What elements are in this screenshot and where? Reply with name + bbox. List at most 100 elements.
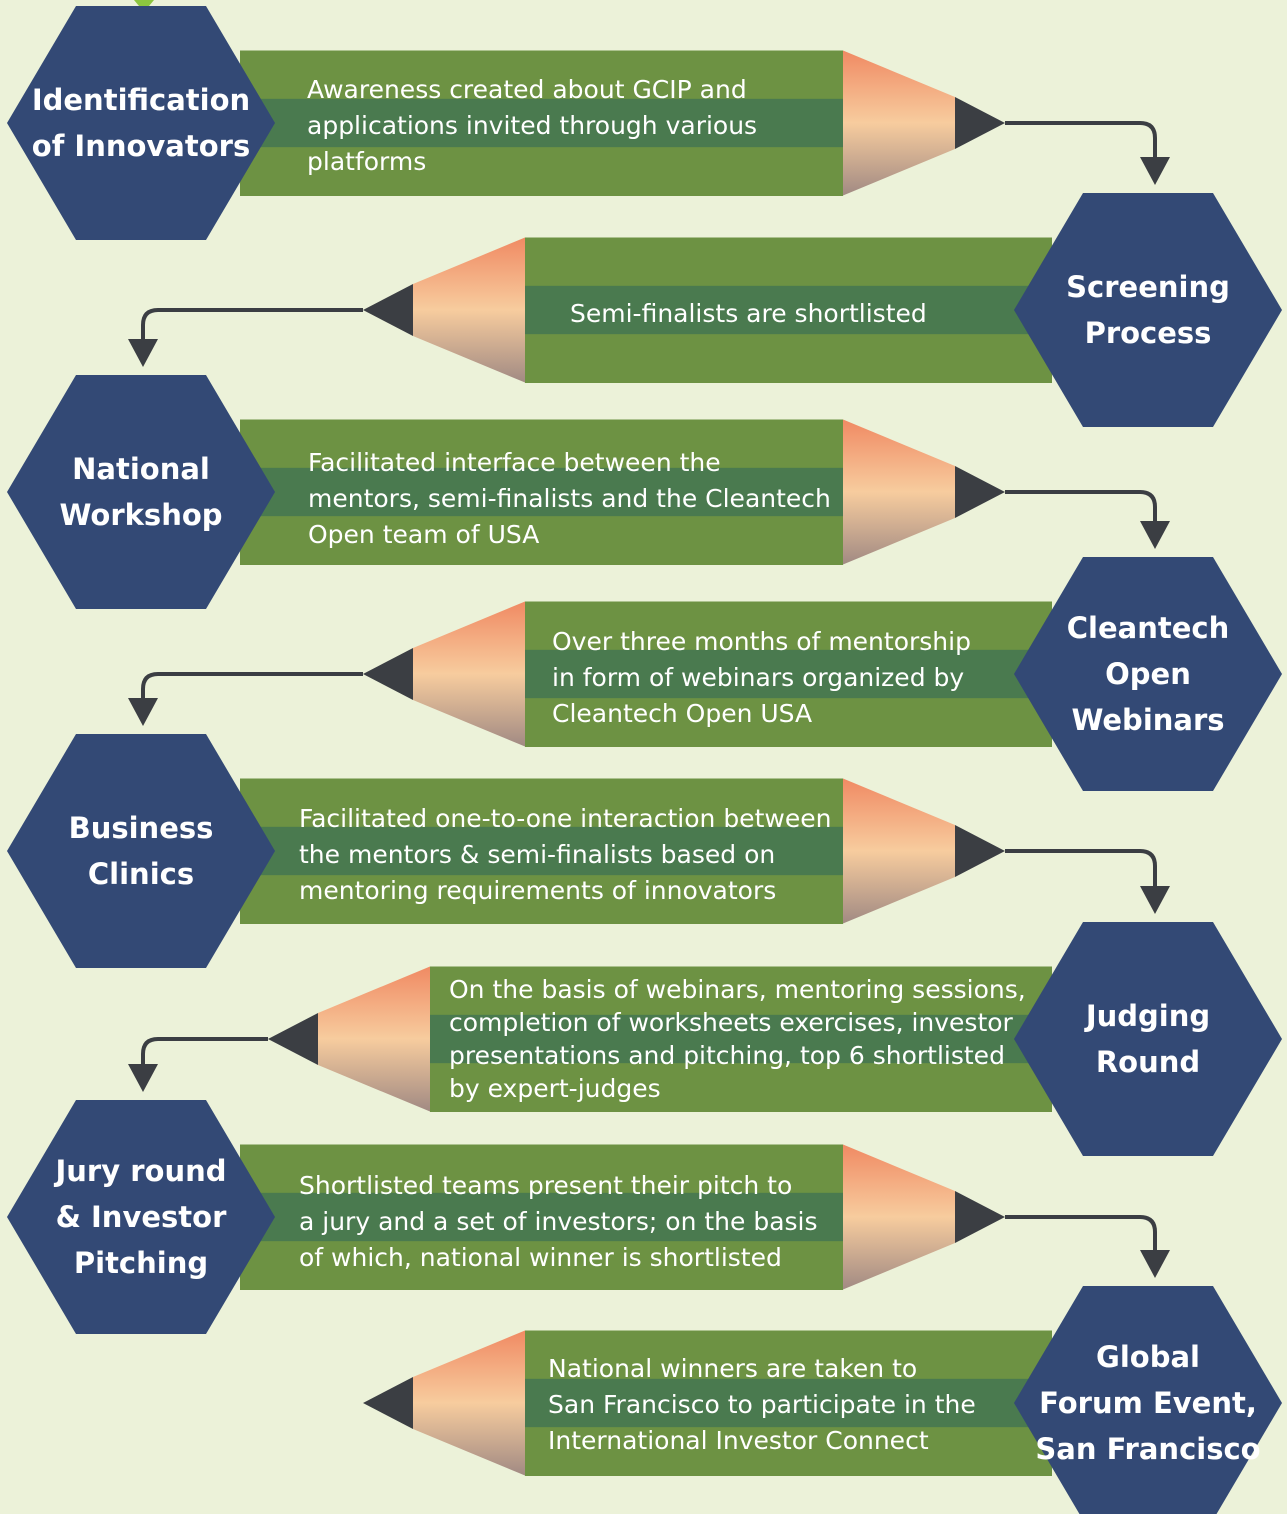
pencil-body	[430, 966, 1052, 1112]
pencil-band	[430, 1014, 1052, 1064]
step-title-line: Cleantech	[1067, 611, 1229, 645]
pencil-band	[240, 147, 843, 196]
step-description-line: by expert-judges	[449, 1074, 661, 1103]
pencil-body	[525, 1330, 1052, 1476]
step-title-line: Identification	[32, 83, 250, 117]
step-hexagon	[7, 6, 275, 240]
pencil-tip	[268, 1013, 318, 1065]
pencil-band	[525, 1378, 1052, 1428]
pencil-band	[240, 1192, 843, 1242]
step-description-line: Facilitated interface between the	[308, 448, 721, 477]
pencil-wood	[413, 237, 525, 383]
pencil-body	[240, 778, 843, 924]
step-description-line: Cleantech Open USA	[552, 699, 812, 728]
step-description-line: presentations and pitching, top 6 shortl…	[449, 1041, 1005, 1070]
step-title-line: Business	[69, 811, 214, 845]
pencil-body	[240, 419, 843, 565]
pencil-wood	[413, 1330, 525, 1476]
step-description-line: mentors, semi-finalists and the Cleantec…	[308, 484, 831, 513]
pencil-tip	[363, 648, 413, 700]
pencil-band	[525, 237, 1052, 287]
pencil-wood	[843, 778, 955, 924]
step-hexagon	[7, 1100, 275, 1334]
step-hexagon	[1014, 557, 1282, 791]
step-description-line: in form of webinars organized by	[552, 663, 964, 692]
pencil-band	[525, 1427, 1052, 1476]
step-description-line: Open team of USA	[308, 520, 539, 549]
step-description-line: platforms	[307, 147, 426, 176]
pencil-band	[525, 601, 1052, 651]
arrow-down-icon	[128, 339, 158, 367]
pencil-band	[240, 419, 843, 469]
step-hexagon	[1014, 922, 1282, 1156]
connector-line	[1005, 121, 1157, 170]
pencil-body	[525, 237, 1052, 383]
step-description-line: National winners are taken to	[548, 1354, 917, 1383]
pencil-tip	[955, 466, 1005, 518]
step-description-line: Semi-finalists are shortlisted	[570, 299, 927, 328]
step-title-line: Process	[1085, 316, 1212, 350]
connector-line	[1005, 849, 1157, 899]
step-title-line: Judging	[1084, 999, 1210, 1033]
connector-line	[1005, 1215, 1157, 1263]
step-title-line: Clinics	[88, 857, 194, 891]
pencil-band	[525, 698, 1052, 747]
pencil-band	[430, 966, 1052, 1016]
step-title-line: Round	[1096, 1045, 1200, 1079]
arrow-down-icon	[1140, 886, 1170, 914]
pencil-tip	[955, 825, 1005, 877]
pencil-band	[240, 50, 843, 100]
pencil-band	[240, 875, 843, 924]
step-hexagon	[7, 375, 275, 609]
arrow-down-icon	[1140, 1250, 1170, 1278]
step-description-line: mentoring requirements of innovators	[299, 876, 776, 905]
pencil-wood	[843, 50, 955, 196]
step-description-line: Facilitated one-to-one interaction betwe…	[299, 804, 831, 833]
pencil-wood	[843, 419, 955, 565]
pencil-band	[525, 1330, 1052, 1380]
step-description-line: Shortlisted teams present their pitch to	[299, 1171, 792, 1200]
pencil-band	[525, 649, 1052, 699]
step-title-line: National	[72, 452, 210, 486]
connector-line	[141, 1037, 268, 1077]
step-description-line: a jury and a set of investors; on the ba…	[299, 1207, 818, 1236]
pencil-tip	[363, 1377, 413, 1429]
pencil-band	[240, 778, 843, 828]
arrow-down-icon	[1140, 157, 1170, 185]
step-description-line: International Investor Connect	[548, 1426, 929, 1455]
step-title-line: Forum Event,	[1039, 1386, 1257, 1420]
step-description-line: completion of worksheets exercises, inve…	[449, 1008, 1014, 1037]
step-description-line: Over three months of mentorship	[552, 627, 971, 656]
pencil-body	[240, 1144, 843, 1290]
pencil-band	[240, 826, 843, 876]
pencil-tip	[955, 97, 1005, 149]
step-description-line: the mentors & semi-finalists based on	[299, 840, 775, 869]
connector-line	[141, 308, 363, 352]
step-title-line: Global	[1096, 1340, 1200, 1374]
arrow-down-icon	[128, 698, 158, 726]
pencil-band	[240, 1241, 843, 1290]
connector-line	[141, 672, 363, 711]
step-title-line: Screening	[1066, 270, 1230, 304]
step-title-line: & Investor	[56, 1200, 227, 1234]
pencil-wood	[843, 1144, 955, 1290]
step-title-line: Open	[1105, 657, 1191, 691]
step-description-line: applications invited through various	[307, 111, 757, 140]
pencil-tip	[363, 284, 413, 336]
pencil-band	[525, 285, 1052, 335]
step-title-line: of Innovators	[32, 129, 250, 163]
pencil-band	[430, 1063, 1052, 1112]
step-title-line: Workshop	[59, 498, 222, 532]
pencil-wood	[318, 966, 430, 1112]
pencil-band	[240, 516, 843, 565]
process-step: Jury round& InvestorPitchingShortlisted …	[7, 1100, 1170, 1334]
arrow-down-icon	[128, 1064, 158, 1092]
step-description-line: On the basis of webinars, mentoring sess…	[449, 975, 1026, 1004]
